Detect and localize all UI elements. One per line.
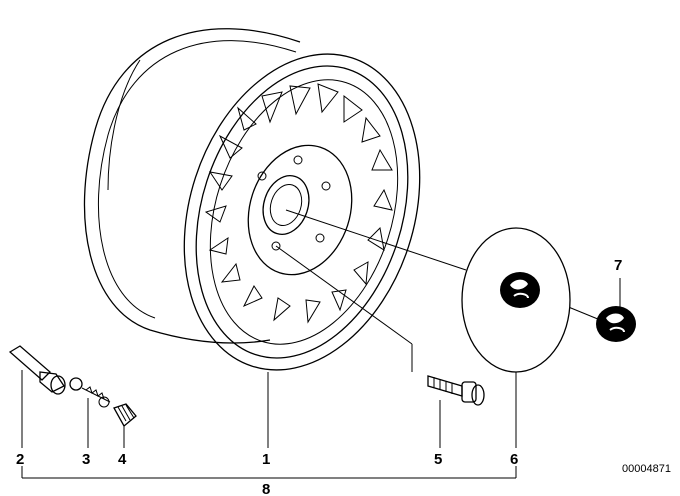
rim-back-outline xyxy=(83,28,301,344)
callout-5: 5 xyxy=(434,451,442,468)
callout-8: 8 xyxy=(262,481,270,496)
callout-3: 3 xyxy=(82,451,90,468)
callout-7: 7 xyxy=(614,257,622,274)
valve-insert xyxy=(69,377,111,408)
callout-2: 2 xyxy=(16,451,24,468)
hub-cap xyxy=(461,227,571,373)
reference-number: 00004871 xyxy=(622,463,671,475)
callout-4: 4 xyxy=(118,451,127,468)
leader-lines xyxy=(21,278,621,479)
emblem xyxy=(596,306,636,342)
callout-6: 6 xyxy=(510,451,518,468)
wheel-rim xyxy=(183,53,421,371)
valve-cap xyxy=(113,403,137,428)
callout-1: 1 xyxy=(262,451,270,468)
valve-body xyxy=(8,345,66,395)
wheel-bolt xyxy=(427,375,485,406)
